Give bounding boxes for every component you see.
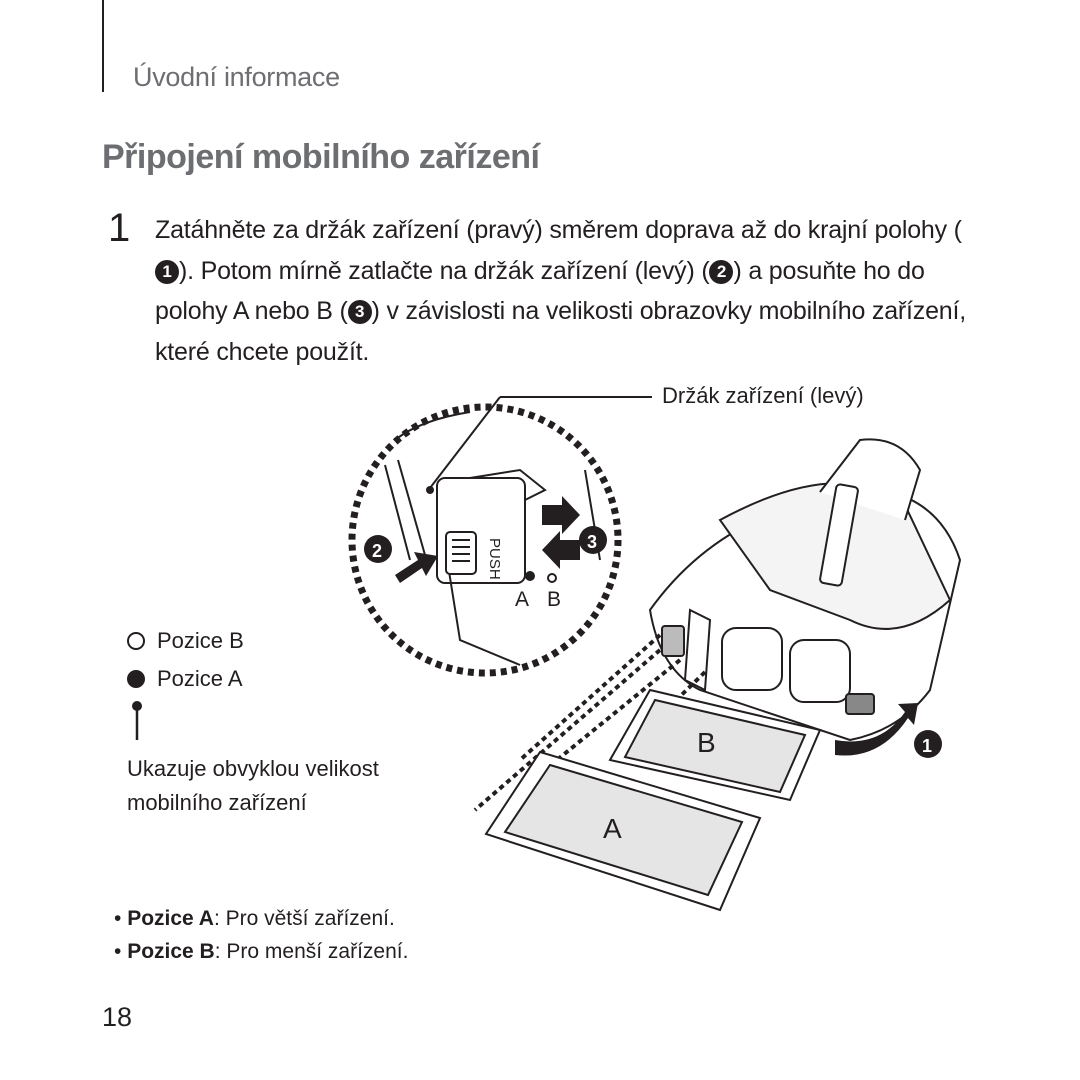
step-marker: 2 — [709, 259, 734, 284]
legend-description: Ukazuje obvyklou velikost mobilního zaří… — [127, 756, 379, 815]
legend-item-a: Pozice A — [127, 666, 243, 692]
callout-dot — [426, 486, 434, 494]
note-term: Pozice B — [127, 940, 215, 963]
legend-item-b: Pozice B — [127, 628, 244, 654]
push-text: PUSH — [486, 538, 503, 580]
phone-a — [484, 750, 762, 912]
open-circle-icon — [127, 632, 145, 650]
marker-3-text: 3 — [587, 532, 597, 552]
step-marker: 1 — [155, 259, 179, 284]
legend-label-a: Pozice A — [157, 666, 243, 691]
note-item: • Pozice A: Pro větší zařízení. — [114, 907, 395, 930]
push-arrow — [395, 552, 438, 583]
notes-list: • Pozice A: Pro větší zařízení. • Pozice… — [114, 902, 408, 968]
phone-b-label: B — [697, 727, 716, 758]
phone-a-label: A — [603, 813, 622, 844]
slide-arrow-right — [542, 496, 580, 534]
slider-label-b: B — [547, 588, 561, 611]
step-marker: 3 — [347, 300, 372, 324]
marker-3-badge — [579, 526, 607, 554]
step-number: 1 — [108, 206, 131, 250]
step-text: Zatáhněte za držák zařízení (pravý) směr… — [155, 210, 975, 372]
header-rule — [102, 0, 104, 92]
marker-2-text: 2 — [372, 541, 382, 561]
note-item: • Pozice B: Pro menší zařízení. — [114, 940, 409, 963]
marker-2-badge — [364, 535, 392, 563]
page-title: Připojení mobilního zařízení — [102, 138, 540, 176]
vr-headset — [648, 438, 962, 742]
note-text: : Pro menší zařízení. — [214, 940, 409, 963]
callout-label: Držák zařízení (levý) — [662, 383, 864, 408]
marker-1-badge — [914, 730, 942, 758]
step-text-part: Zatáhněte za držák zařízení (pravý) směr… — [155, 216, 962, 244]
callout-line — [429, 396, 652, 489]
zoom-detail — [384, 411, 601, 666]
legend-label-b: Pozice B — [157, 628, 244, 653]
section-title: Úvodní informace — [133, 62, 340, 92]
step-text-part: ) a posuňte ho do polohy A nebo B ( — [155, 256, 925, 326]
step-text-part: ) v závislosti na velikosti obrazovky mo… — [155, 297, 966, 366]
phone-b — [608, 688, 822, 802]
slide-arrow-left — [542, 531, 580, 569]
marker-1-text: 1 — [922, 736, 932, 756]
rotate-arrow — [835, 703, 918, 756]
note-text: : Pro větší zařízení. — [213, 907, 395, 930]
page-number: 18 — [102, 1002, 133, 1032]
step-text-part: ). Potom mírně zatlačte na držák zařízen… — [179, 256, 710, 285]
zoom-circle — [348, 403, 622, 677]
filled-circle-icon — [127, 670, 145, 688]
slider-label-a: A — [515, 588, 529, 611]
note-term: Pozice A — [127, 907, 214, 930]
